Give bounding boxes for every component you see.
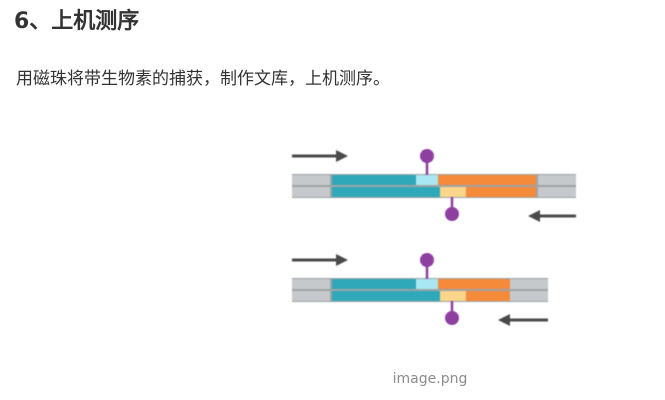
dna-duplex-2 (292, 278, 548, 302)
forward-arrow-icon (292, 150, 348, 162)
image-caption: image.png (392, 371, 468, 387)
sequencing-figure (284, 142, 584, 338)
reverse-arrow-icon (498, 314, 548, 326)
biotin-probe-icon (420, 253, 434, 279)
section-heading: 6、上机测序 (14, 9, 140, 34)
forward-arrow-icon (292, 254, 348, 266)
biotin-probe-icon (445, 301, 459, 325)
molecule-2 (292, 253, 548, 326)
molecule-1 (292, 149, 576, 222)
biotin-probe-icon (420, 149, 434, 175)
paragraph: 用磁珠将带生物素的捕获，制作文库，上机测序。 (16, 69, 390, 89)
dna-duplex-1 (292, 174, 576, 198)
reverse-arrow-icon (528, 210, 576, 222)
biotin-probe-icon (445, 197, 459, 221)
